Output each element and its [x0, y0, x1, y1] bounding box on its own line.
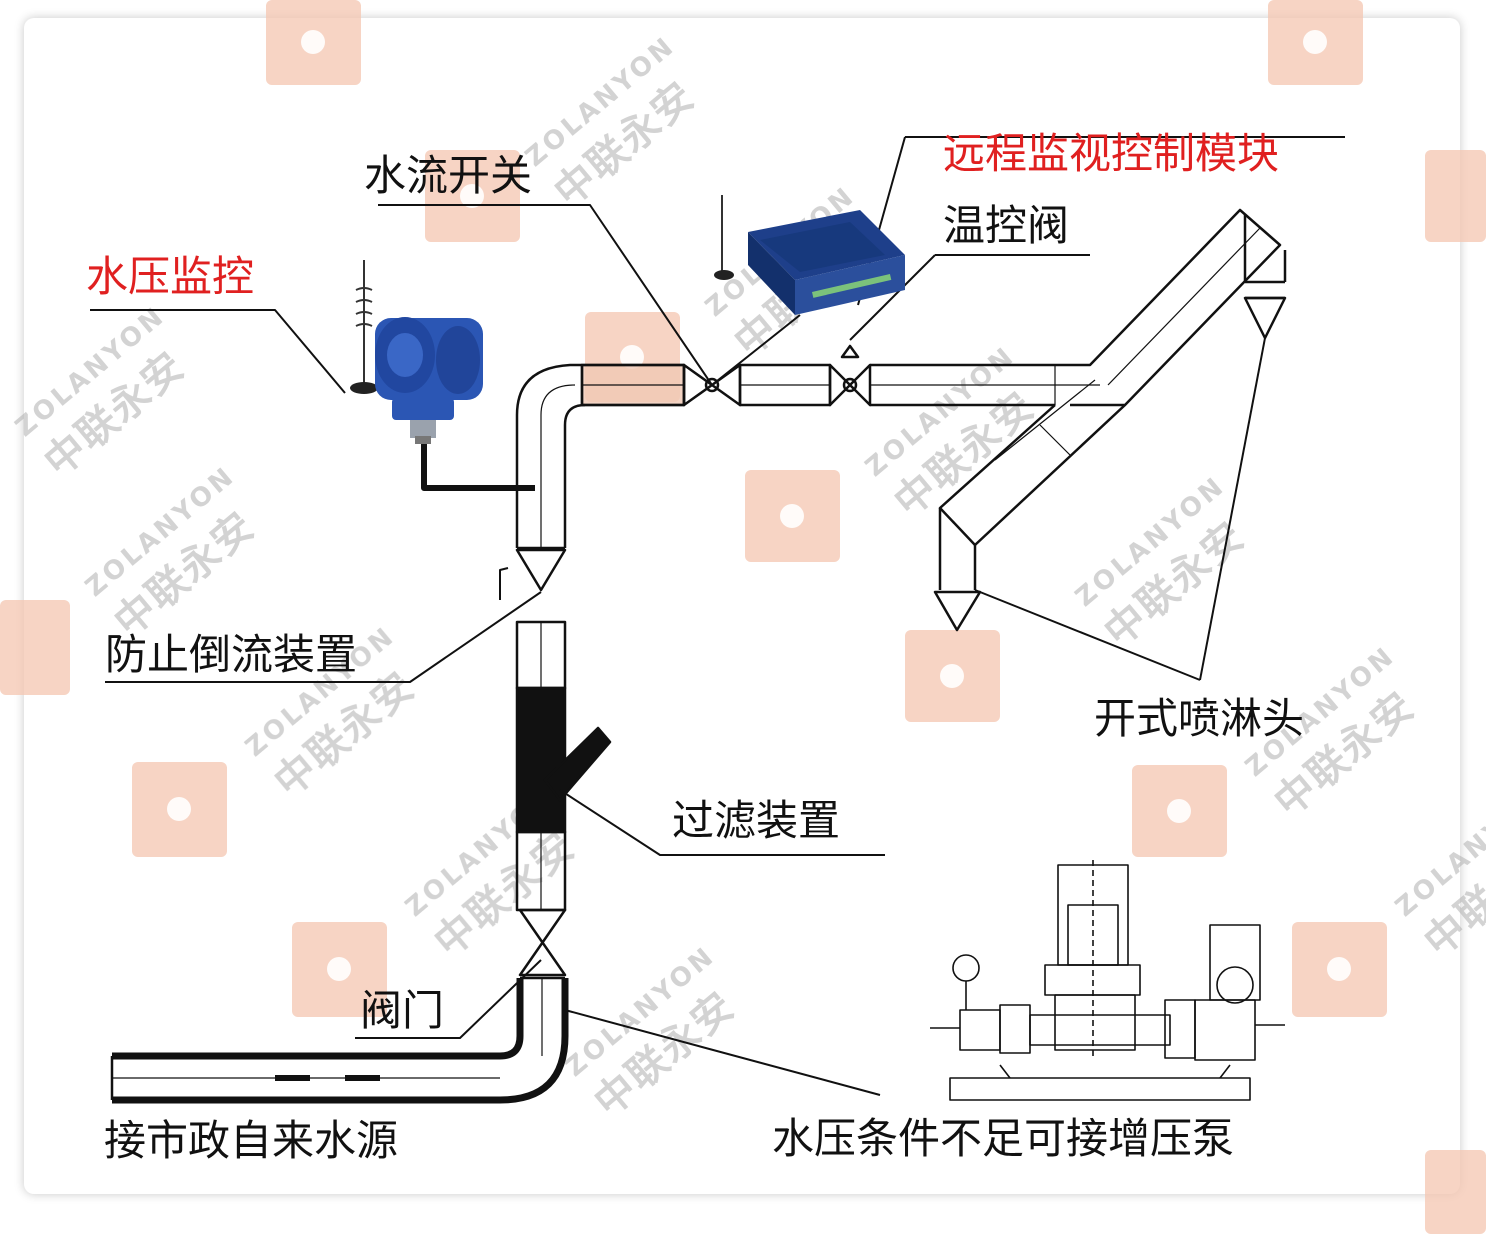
horizontal-pipe-middle [738, 363, 832, 407]
label-valve: 阀门 [360, 986, 445, 1035]
horizontal-pipe-highlight [580, 363, 686, 407]
watermark-logo-icon [1425, 1150, 1486, 1234]
filter-device-symbol [515, 686, 612, 834]
temp-valve-symbol [828, 344, 872, 407]
label-open-sprinkler: 开式喷淋头 [1094, 694, 1305, 743]
booster-pump-sketch [930, 860, 1285, 1101]
label-temp-valve: 温控阀 [943, 201, 1070, 250]
watermark-logo-icon [0, 600, 70, 695]
leader-lines [90, 136, 1345, 1096]
vertical-pipe-lower [515, 830, 567, 912]
label-municipal-water: 接市政自来水源 [104, 1116, 399, 1165]
vertical-pipe-upper [515, 363, 586, 550]
diagram-card [24, 18, 1460, 1194]
label-remote-module: 远程监视控制模块 [943, 129, 1280, 178]
diagonal-branch-pipe [933, 379, 1126, 632]
label-backflow-preventer: 防止倒流装置 [105, 630, 358, 679]
label-booster-pump: 水压条件不足可接增压泵 [772, 1114, 1235, 1163]
gate-valve-symbol [518, 908, 567, 977]
vertical-pipe-middle [499, 548, 567, 690]
label-water-flow-switch: 水流开关 [364, 151, 533, 200]
label-pressure-monitor: 水压监控 [86, 252, 255, 301]
sensor-tap-line [421, 440, 535, 491]
watermark-logo-icon [1425, 150, 1486, 242]
label-filter-device: 过滤装置 [672, 796, 841, 845]
supply-pipe [110, 976, 569, 1104]
pressure-transmitter-device [350, 260, 483, 444]
horizontal-pipe-right [870, 208, 1287, 407]
remote-module-device [714, 195, 905, 315]
